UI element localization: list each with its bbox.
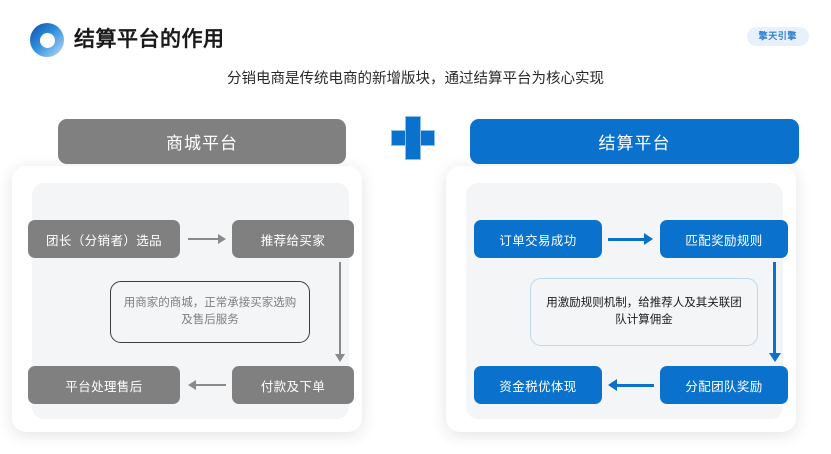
slide-subtitle: 分销电商是传统电商的新增版块，通过结算平台为核心实现: [227, 71, 604, 87]
note-mall-description: 用商家的商城，正常承接买家选购及售后服务: [110, 281, 310, 343]
panel-header-mall: 商城平台: [58, 119, 346, 164]
node-tax-payout[interactable]: 资金税优体现: [474, 366, 602, 404]
gradient-ring-icon: [30, 23, 64, 57]
arrow-match-to-team: [769, 262, 781, 362]
brand-badge: 擎天引擎: [746, 27, 809, 46]
plus-bar-vertical: [405, 116, 421, 160]
note-settlement-description: 用激励规则机制，给推荐人及其关联团队计算佣金: [530, 278, 758, 346]
plus-icon: [391, 116, 435, 160]
node-recommend-buyer[interactable]: 推荐给买家: [232, 220, 354, 258]
node-team-reward[interactable]: 分配团队奖励: [660, 366, 788, 404]
node-select-goods[interactable]: 团长（分销者）选品: [28, 220, 180, 258]
arrow-select-to-recommend: [188, 234, 226, 244]
panel-header-settlement: 结算平台: [470, 119, 799, 164]
node-match-rule[interactable]: 匹配奖励规则: [660, 220, 788, 258]
page-title: 结算平台的作用: [74, 28, 225, 51]
node-order-success[interactable]: 订单交易成功: [474, 220, 602, 258]
arrow-pay-to-aftersales: [188, 380, 226, 390]
arrow-team-to-tax: [608, 379, 654, 391]
panel-settlement-platform: 结算平台 订单交易成功 匹配奖励规则 资金税优体现 分配团队奖励 用激励规则机制…: [446, 119, 799, 432]
arrow-order-to-match: [608, 233, 654, 245]
node-pay-order[interactable]: 付款及下单: [232, 366, 354, 404]
arrow-recommend-to-pay: [335, 262, 345, 362]
node-after-sales[interactable]: 平台处理售后: [28, 366, 180, 404]
panel-mall-platform: 商城平台 团长（分销者）选品 推荐给买家 平台处理售后 付款及下单 用商家的商城…: [12, 119, 362, 432]
